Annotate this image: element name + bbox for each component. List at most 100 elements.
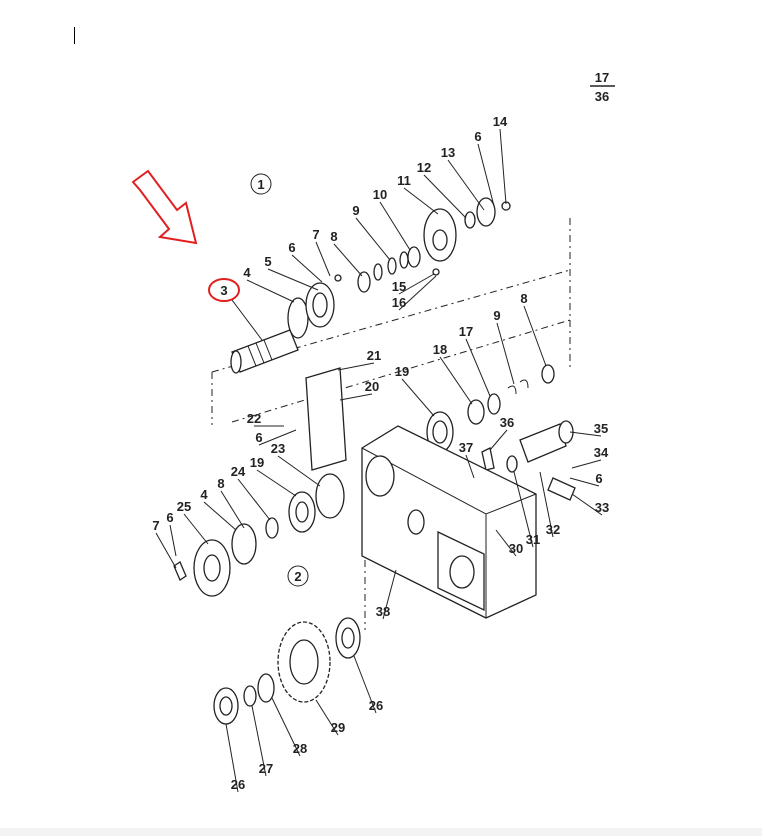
callout-26: 26	[231, 777, 245, 792]
leader-line	[246, 279, 295, 303]
leader-line	[225, 723, 239, 793]
callout-26: 26	[369, 698, 383, 713]
leader-line	[439, 356, 473, 405]
callout-25: 25	[177, 499, 191, 514]
callout-28: 28	[293, 741, 307, 756]
leader-line	[169, 524, 177, 557]
leader-line	[256, 469, 297, 497]
leader-line	[220, 490, 245, 529]
gasket-part-4	[287, 297, 309, 339]
callout-29: 29	[331, 720, 345, 735]
leader-line	[271, 697, 301, 757]
group-marker-2: 2	[287, 565, 309, 587]
callout-32: 32	[546, 522, 560, 537]
callout-3: 3	[220, 283, 227, 298]
leader-line	[337, 362, 375, 371]
callout-23: 23	[271, 441, 285, 456]
leader-line	[339, 393, 373, 401]
leader-line	[398, 273, 435, 295]
leader-line	[291, 254, 323, 283]
leader-line	[513, 471, 534, 548]
svg-text:1: 1	[257, 177, 264, 192]
leader-line	[267, 268, 319, 291]
callout-4: 4	[243, 265, 251, 280]
page-number: 17	[595, 70, 609, 85]
leader-line	[277, 455, 321, 487]
callout-16: 16	[392, 295, 406, 310]
shaft-part-3	[230, 329, 299, 374]
leader-line	[355, 217, 391, 261]
callout-35: 35	[594, 421, 608, 436]
page-total: 36	[595, 89, 609, 104]
leader-line	[258, 429, 297, 446]
callout-6: 6	[474, 129, 481, 144]
leader-line	[401, 378, 435, 417]
callout-6: 6	[255, 430, 262, 445]
leader-line	[379, 201, 411, 251]
callout-19: 19	[395, 364, 409, 379]
leader-line	[447, 159, 485, 211]
leader-line	[477, 143, 495, 207]
callout-37: 37	[459, 440, 473, 455]
svg-text:2: 2	[294, 569, 301, 584]
leader-line	[569, 477, 600, 487]
callout-6: 6	[166, 510, 173, 525]
leader-line	[237, 478, 271, 521]
group-marker-1: 1	[250, 173, 272, 195]
bottom-bar	[0, 828, 762, 836]
gear-part-23	[315, 473, 345, 519]
callout-4: 4	[200, 487, 208, 502]
red-arrow-icon	[131, 169, 198, 245]
page-reference: 17 36	[590, 70, 615, 104]
callout-31: 31	[526, 532, 540, 547]
leader-line	[315, 241, 331, 277]
leader-line	[353, 655, 377, 714]
leader-line	[423, 174, 467, 219]
callout-20: 20	[365, 379, 379, 394]
callout-7: 7	[312, 227, 319, 242]
leader-line	[203, 501, 237, 531]
callout-38: 38	[376, 604, 390, 619]
callout-8: 8	[330, 229, 337, 244]
callout-7: 7	[152, 518, 159, 533]
callout-18: 18	[433, 342, 447, 357]
leader-line	[571, 493, 603, 516]
callout-36: 36	[500, 415, 514, 430]
leader-line	[571, 459, 602, 469]
text-cursor	[74, 27, 75, 44]
leader-line	[569, 431, 602, 437]
leader-line	[398, 275, 437, 311]
leader-line	[333, 243, 363, 277]
leader-line	[496, 322, 515, 385]
leader-line	[495, 529, 517, 557]
callout-33: 33	[595, 500, 609, 515]
leader-line	[315, 699, 339, 736]
callout-6: 6	[595, 471, 602, 486]
leader-line	[489, 429, 508, 451]
callout-19: 19	[250, 455, 264, 470]
callout-5: 5	[264, 254, 271, 269]
callout-24: 24	[231, 464, 246, 479]
callout-9: 9	[352, 203, 359, 218]
gearbox-housing-part-38	[361, 425, 537, 619]
callout-8: 8	[217, 476, 224, 491]
leader-line	[251, 705, 267, 777]
leader-line	[403, 187, 439, 215]
leader-line	[465, 338, 491, 397]
leader-line	[465, 454, 475, 479]
callout-27: 27	[259, 761, 273, 776]
leader-line	[539, 471, 554, 538]
leader-line	[499, 128, 507, 205]
callout-6: 6	[288, 240, 295, 255]
callout-9: 9	[493, 308, 500, 323]
callout-13: 13	[441, 145, 455, 160]
highlight-circle	[208, 278, 240, 302]
callout-34: 34	[594, 445, 609, 460]
callout-22: 22	[247, 411, 261, 426]
callout-11: 11	[397, 173, 411, 188]
callout-21: 21	[367, 348, 381, 363]
callout-14: 14	[493, 114, 508, 129]
callout-30: 30	[509, 541, 523, 556]
leader-line	[155, 532, 177, 569]
